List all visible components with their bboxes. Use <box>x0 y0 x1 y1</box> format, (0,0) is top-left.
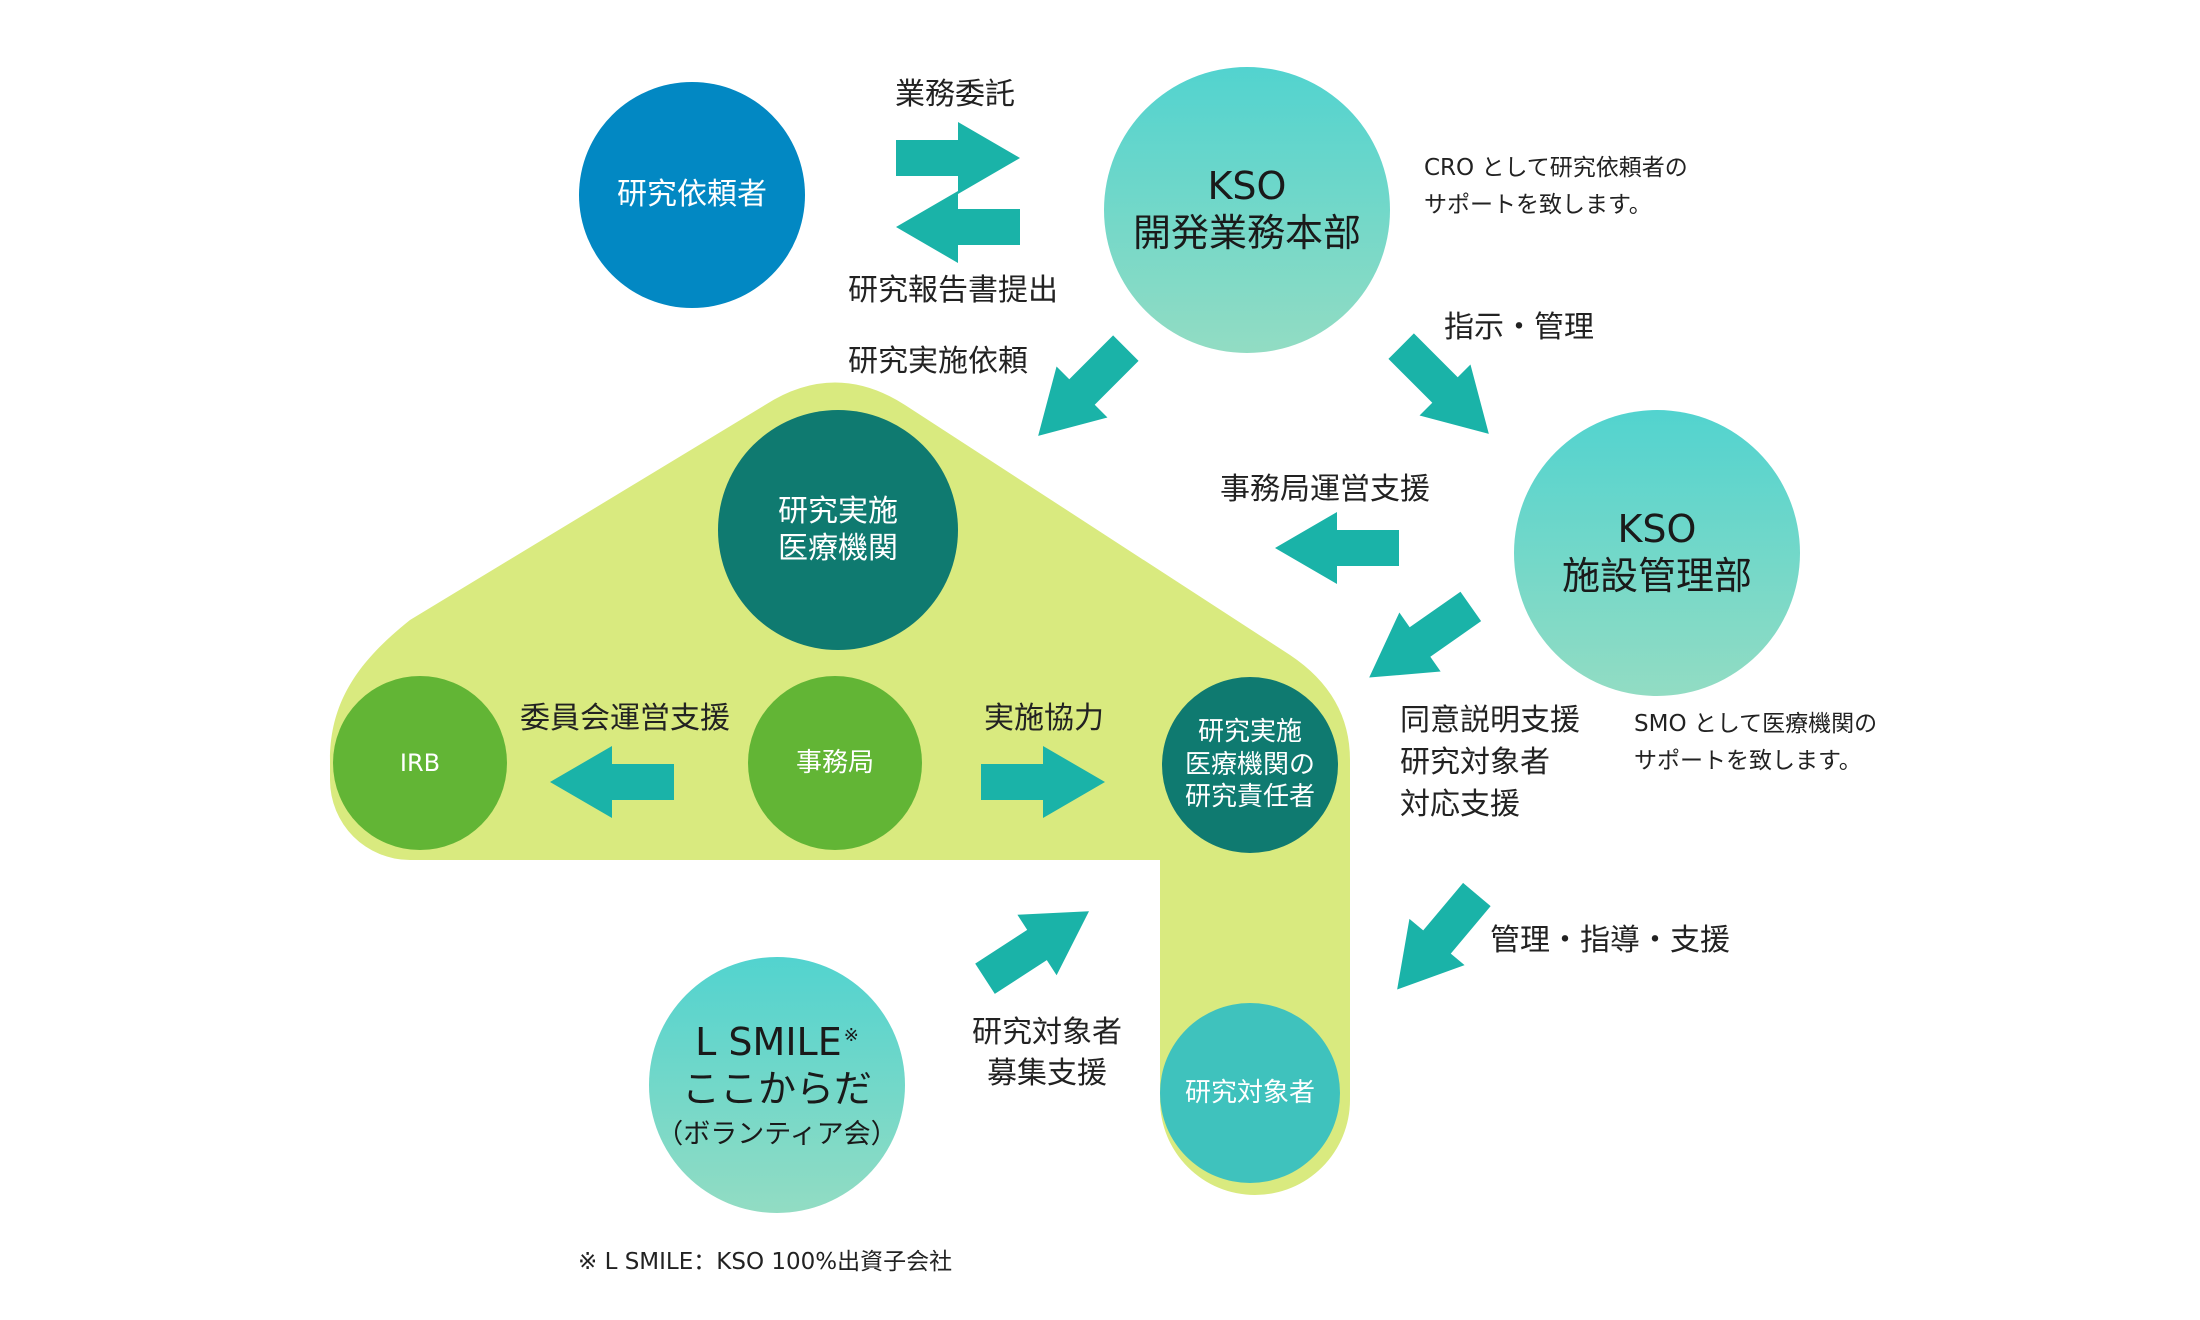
kso-dev-line2: 開発業務本部 <box>1132 211 1361 255</box>
institution-line1: 研究実施 <box>778 493 898 529</box>
office-circle[interactable] <box>748 676 922 850</box>
footnote: ※ L SMILE：KSO 100%出資子会社 <box>578 1249 953 1275</box>
label-report: 研究報告書提出 <box>848 273 1058 308</box>
lsmile-line2: ここからだ <box>681 1067 872 1112</box>
lsmile-circle[interactable] <box>649 957 905 1213</box>
cro-note-line2: サポートを致します。 <box>1424 191 1652 218</box>
subject-name: 研究対象者 <box>1184 1077 1315 1108</box>
investigator-line1: 研究実施 <box>1197 717 1302 748</box>
label-recruitment: 研究対象者 募集支援 <box>972 1013 1122 1094</box>
consent-support-line3: 対応支援 <box>1400 787 1520 822</box>
smo-note-line2: サポートを致します。 <box>1634 747 1862 774</box>
investigator-circle[interactable] <box>1162 677 1338 853</box>
lsmile-line3: （ボランティア会） <box>656 1118 898 1150</box>
kso-dev-circle[interactable] <box>1104 67 1390 353</box>
recruitment-line2: 募集支援 <box>987 1055 1107 1091</box>
label-management: 管理・指導・支援 <box>1490 923 1730 958</box>
label-cooperation: 実施協力 <box>984 701 1104 736</box>
investigator-line3: 研究責任者 <box>1184 782 1315 813</box>
irb-name: IRB <box>399 749 441 777</box>
kso-facility-line1: KSO <box>1617 506 1697 551</box>
label-direction: 指示・管理 <box>1444 310 1594 345</box>
institution-circle[interactable] <box>718 410 958 650</box>
investigator-label: 研究実施 医療機関の 研究責任者 <box>1162 677 1338 853</box>
lsmile-line1: L SMILE※ <box>695 1019 859 1067</box>
lsmile-label: L SMILE※ ここからだ （ボランティア会） <box>649 957 905 1213</box>
investigator-line2: 医療機関の <box>1184 749 1315 780</box>
institution-label: 研究実施 医療機関 <box>718 410 958 650</box>
subject-label: 研究対象者 <box>1160 1003 1340 1183</box>
sponsor-circle[interactable] <box>579 82 805 308</box>
arrow-office-support <box>1275 512 1399 584</box>
institution-line2: 医療機関 <box>778 531 898 566</box>
consent-support-line1: 同意説明支援 <box>1400 703 1580 738</box>
consent-support-line2: 研究対象者 <box>1400 745 1550 780</box>
recruitment-line1: 研究対象者 <box>972 1015 1122 1050</box>
sponsor-name: 研究依頼者 <box>617 177 767 213</box>
smo-note: SMO として医療機関の サポートを致します。 <box>1634 706 1877 780</box>
office-name: 事務局 <box>795 747 874 778</box>
arrow-consent-support <box>1348 576 1492 708</box>
cro-note: CRO として研究依頼者の サポートを致します。 <box>1424 150 1688 224</box>
cro-note-line1: CRO として研究依頼者の <box>1424 155 1688 181</box>
label-outsourcing: 業務委託 <box>895 77 1015 112</box>
label-consent-support: 同意説明支援 研究対象者 対応支援 <box>1400 700 1580 826</box>
kso-facility-circle[interactable] <box>1514 410 1800 696</box>
subject-circle[interactable] <box>1160 1003 1340 1183</box>
arrow-recruitment <box>965 881 1109 1009</box>
arrow-management <box>1369 871 1505 1013</box>
kso-facility-line2: 施設管理部 <box>1561 554 1752 598</box>
sponsor-label: 研究依頼者 <box>579 82 805 308</box>
kso-facility-label: KSO 施設管理部 <box>1514 410 1800 696</box>
irb-label: IRB <box>333 676 507 850</box>
kso-dev-line1: KSO <box>1207 163 1287 208</box>
office-label: 事務局 <box>748 676 922 850</box>
label-committee-support: 委員会運営支援 <box>520 701 730 736</box>
arrow-outsourcing <box>896 122 1020 194</box>
label-request: 研究実施依頼 <box>848 344 1028 379</box>
label-office-support: 事務局運営支援 <box>1220 472 1430 507</box>
smo-note-line1: SMO として医療機関の <box>1634 711 1878 737</box>
kso-dev-label: KSO 開発業務本部 <box>1104 67 1390 353</box>
lsmile-mark: ※ <box>843 1024 859 1046</box>
lsmile-name: L SMILE <box>695 1019 842 1064</box>
irb-circle[interactable] <box>333 676 507 850</box>
arrow-report <box>896 191 1020 263</box>
